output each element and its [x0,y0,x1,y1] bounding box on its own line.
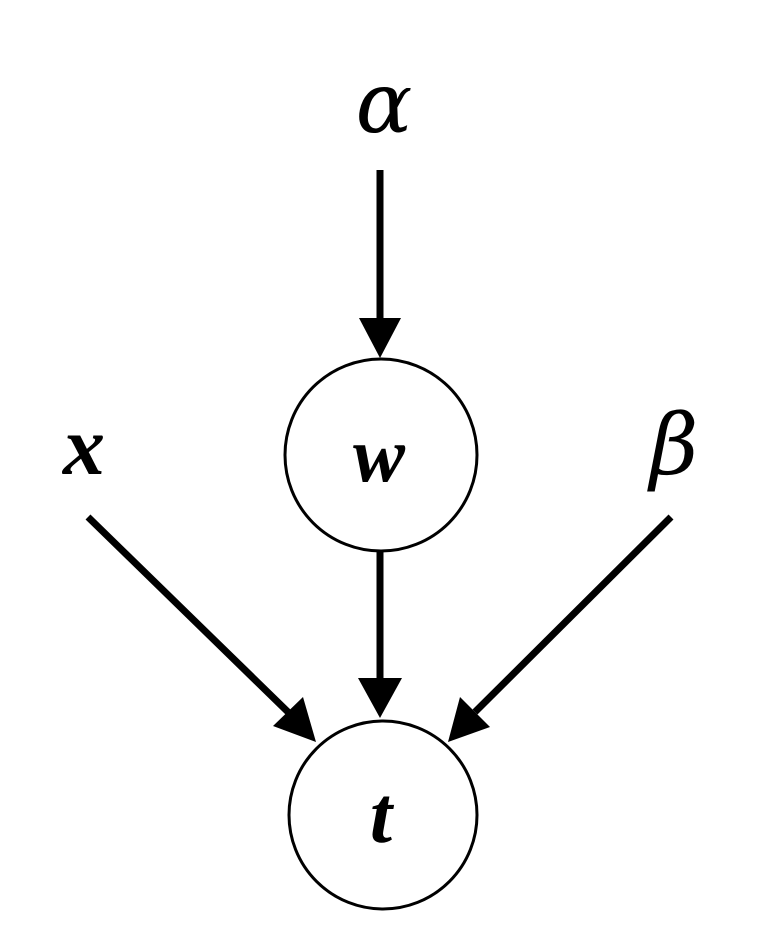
edge-w-to-t [358,552,402,718]
node-w-label: w [353,411,406,498]
edge-alpha-to-w [359,170,401,358]
node-x-label: x [61,400,105,493]
node-t-circle [287,719,479,911]
edge-beta-to-t [448,514,674,742]
node-alpha-label: α [356,54,413,152]
node-t-label: t [370,772,395,860]
node-t: t [287,719,479,911]
node-beta-label: β [647,396,699,494]
node-w-circle [283,357,479,553]
edge-x-to-t [85,514,316,742]
node-w: w [283,357,479,553]
